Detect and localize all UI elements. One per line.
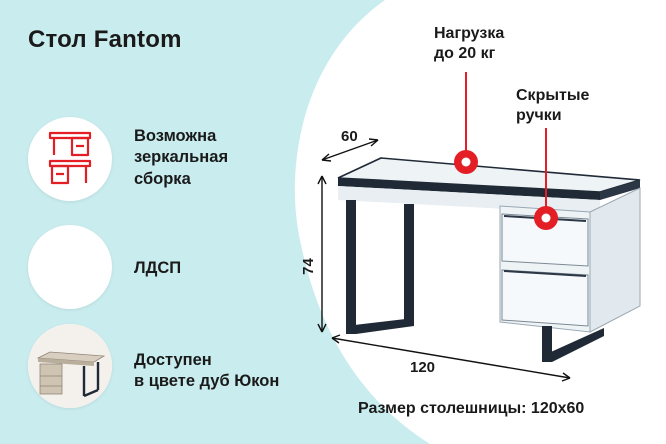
feature-text-ldsp: ЛДСП [134, 259, 182, 277]
feature-text-oak: Доступен в цвете дуб Юкон [134, 351, 280, 391]
tabletop-size-caption: Размер столешницы: 120х60 [358, 400, 585, 417]
callout-markers [454, 72, 558, 230]
feature-icon-circle-mirror [28, 117, 112, 201]
feature-text-mirror: Возможна зеркальная сборка [134, 127, 229, 188]
width-dimension-label: 120 [410, 359, 436, 376]
page-title: Стол Fantom [28, 26, 182, 53]
load-callout-label: Нагрузка до 20 кг [434, 25, 505, 62]
desk-illustration [337, 157, 641, 362]
dimension-lines [317, 138, 571, 382]
hidden-handles-callout-label: Скрытые ручки [516, 87, 590, 124]
height-dimension-label: 74 [299, 258, 317, 275]
oak-desk-thumbnail-icon [28, 324, 112, 408]
mint-background [0, 0, 430, 444]
feature-icon-circle-oak [28, 324, 112, 408]
mirror-assembly-desk-icon [48, 131, 92, 185]
depth-dimension-label: 60 [341, 128, 358, 145]
ldsp-blank-icon [28, 225, 112, 309]
